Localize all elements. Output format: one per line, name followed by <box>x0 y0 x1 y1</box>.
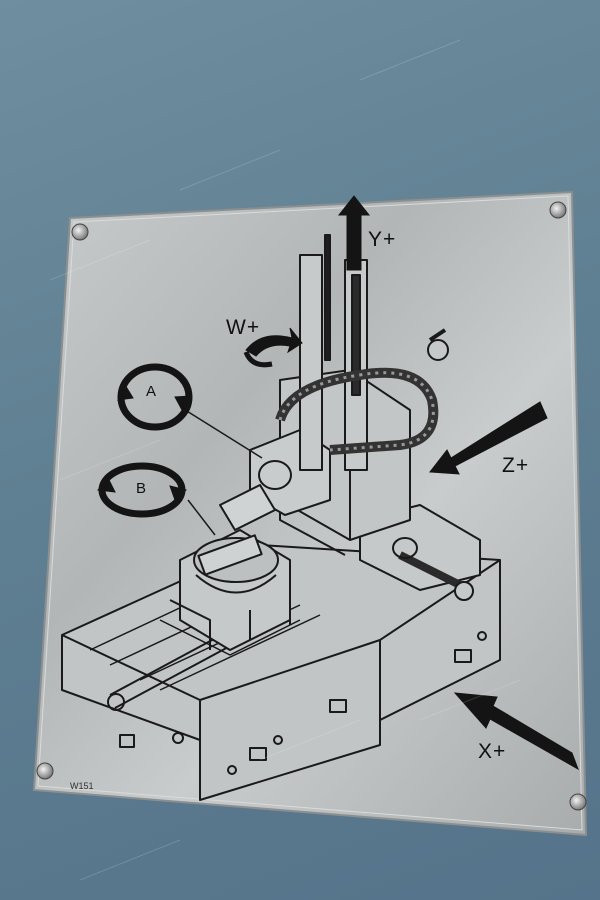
z-axis-arrow-icon <box>429 401 548 475</box>
y-axis-label: Y+ <box>368 228 397 251</box>
axis-arrows <box>97 195 579 771</box>
x-axis-arrow-icon <box>453 692 579 771</box>
screw-icon <box>71 223 89 241</box>
a-rotation-arrow-icon <box>117 363 193 431</box>
watermark <box>49 39 521 881</box>
screw-icon <box>549 201 567 219</box>
plate-code: W151 <box>70 781 94 791</box>
y-rail-left <box>299 254 323 471</box>
b-axis-label: B <box>136 480 147 497</box>
plate-screws <box>36 201 587 811</box>
w-axis-label: W+ <box>226 316 261 339</box>
x-axis-label: X+ <box>478 740 507 763</box>
b-rotation-arrow-icon <box>97 462 188 518</box>
screw-icon <box>36 762 54 780</box>
z-axis-label: Z+ <box>502 454 530 477</box>
screw-icon <box>569 793 587 811</box>
a-axis-label: A <box>146 383 157 400</box>
cable-chain <box>275 367 439 455</box>
w-rotation-arrow-icon <box>245 327 303 357</box>
machine-illustration <box>61 234 501 801</box>
y-axis-arrow-icon <box>337 195 371 271</box>
